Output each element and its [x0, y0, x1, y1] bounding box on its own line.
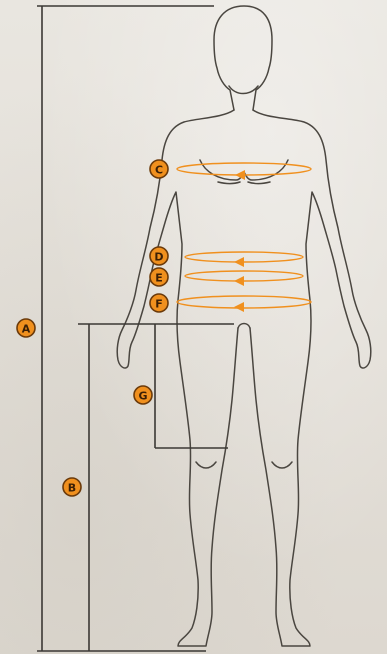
left-body-outline: [117, 110, 238, 646]
badge-e-label: E: [155, 272, 163, 285]
chin-line: [229, 86, 258, 94]
badge-e: E: [150, 268, 168, 286]
left-knee-detail: [196, 462, 216, 468]
waist-arrow-icon: [234, 257, 244, 267]
hip-arrow-icon: [234, 302, 244, 312]
badge-d-label: D: [154, 251, 163, 264]
badge-b: B: [63, 478, 81, 496]
badge-a: A: [17, 319, 35, 337]
badge-f: F: [150, 294, 168, 312]
badge-a-label: A: [22, 323, 31, 336]
badge-b-label: B: [68, 482, 76, 495]
badge-g: G: [134, 386, 152, 404]
right-body-outline: [250, 110, 371, 646]
crotch-outline: [238, 324, 250, 329]
measurement-rings: [177, 163, 311, 312]
head-outline: [214, 6, 272, 110]
badge-g-label: G: [138, 390, 147, 403]
badge-c-label: C: [155, 164, 163, 177]
badge-d: D: [150, 247, 168, 265]
badge-f-label: F: [155, 298, 163, 311]
right-knee-detail: [272, 462, 292, 468]
badge-c: C: [150, 160, 168, 178]
belly-arrow-icon: [234, 276, 244, 286]
pectoral-detail: [218, 182, 270, 184]
dimension-lines: [37, 6, 234, 651]
